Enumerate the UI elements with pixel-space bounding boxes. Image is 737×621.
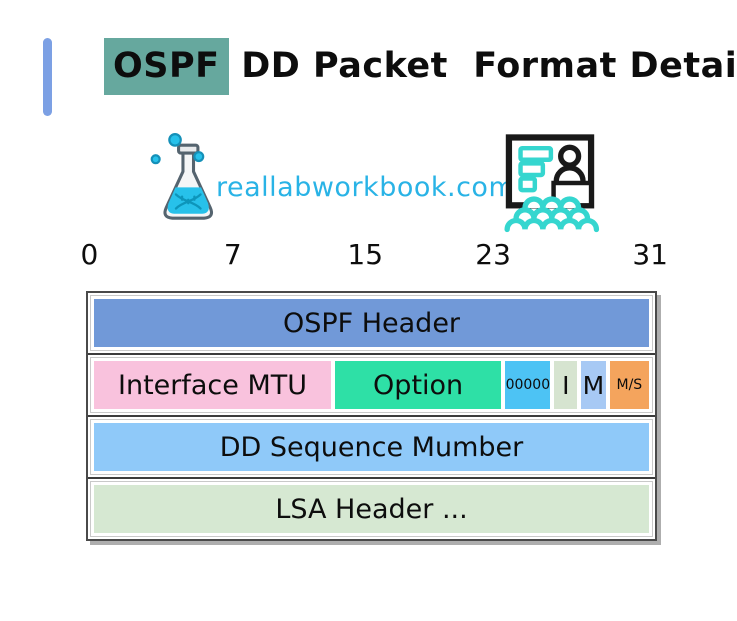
packet-field-m-s: M/S — [609, 361, 650, 409]
bit-position-label: 23 — [475, 238, 511, 271]
bit-position-label: 31 — [632, 238, 668, 271]
row-separator — [88, 477, 655, 479]
bit-position-label: 7 — [223, 238, 242, 271]
packet-field-option: Option — [335, 361, 502, 409]
bit-position-label: 15 — [347, 238, 384, 271]
title-rest: DD Packet Format Details — [228, 46, 737, 86]
page-title: OSPF DD Packet Format Details — [104, 38, 737, 95]
packet-field-lsa-header: LSA Header ... — [94, 485, 649, 533]
packet-field-dd-sequence-mumber: DD Sequence Mumber — [94, 423, 649, 471]
packet-field-interface-mtu: Interface MTU — [94, 361, 332, 409]
packet-row: OSPF Header — [90, 295, 653, 351]
brand-text: reallabworkbook.com — [216, 172, 516, 203]
lab-flask-icon — [150, 133, 214, 220]
packet-field-00000: 00000 — [505, 361, 551, 409]
title-accent-bar — [43, 38, 52, 116]
row-separator — [88, 415, 655, 417]
bit-position-label: 0 — [80, 238, 99, 271]
title-highlight: OSPF — [104, 38, 229, 95]
bit-ruler: 0 7 15 23 31 — [81, 238, 668, 272]
packet-field-m: M — [581, 361, 606, 409]
presentation-audience-icon — [504, 134, 600, 233]
packet-row: LSA Header ... — [90, 481, 653, 537]
packet-field-i: I — [554, 361, 578, 409]
row-separator — [88, 353, 655, 355]
packet-field-ospf-header: OSPF Header — [94, 299, 649, 347]
packet-row: DD Sequence Mumber — [90, 419, 653, 475]
